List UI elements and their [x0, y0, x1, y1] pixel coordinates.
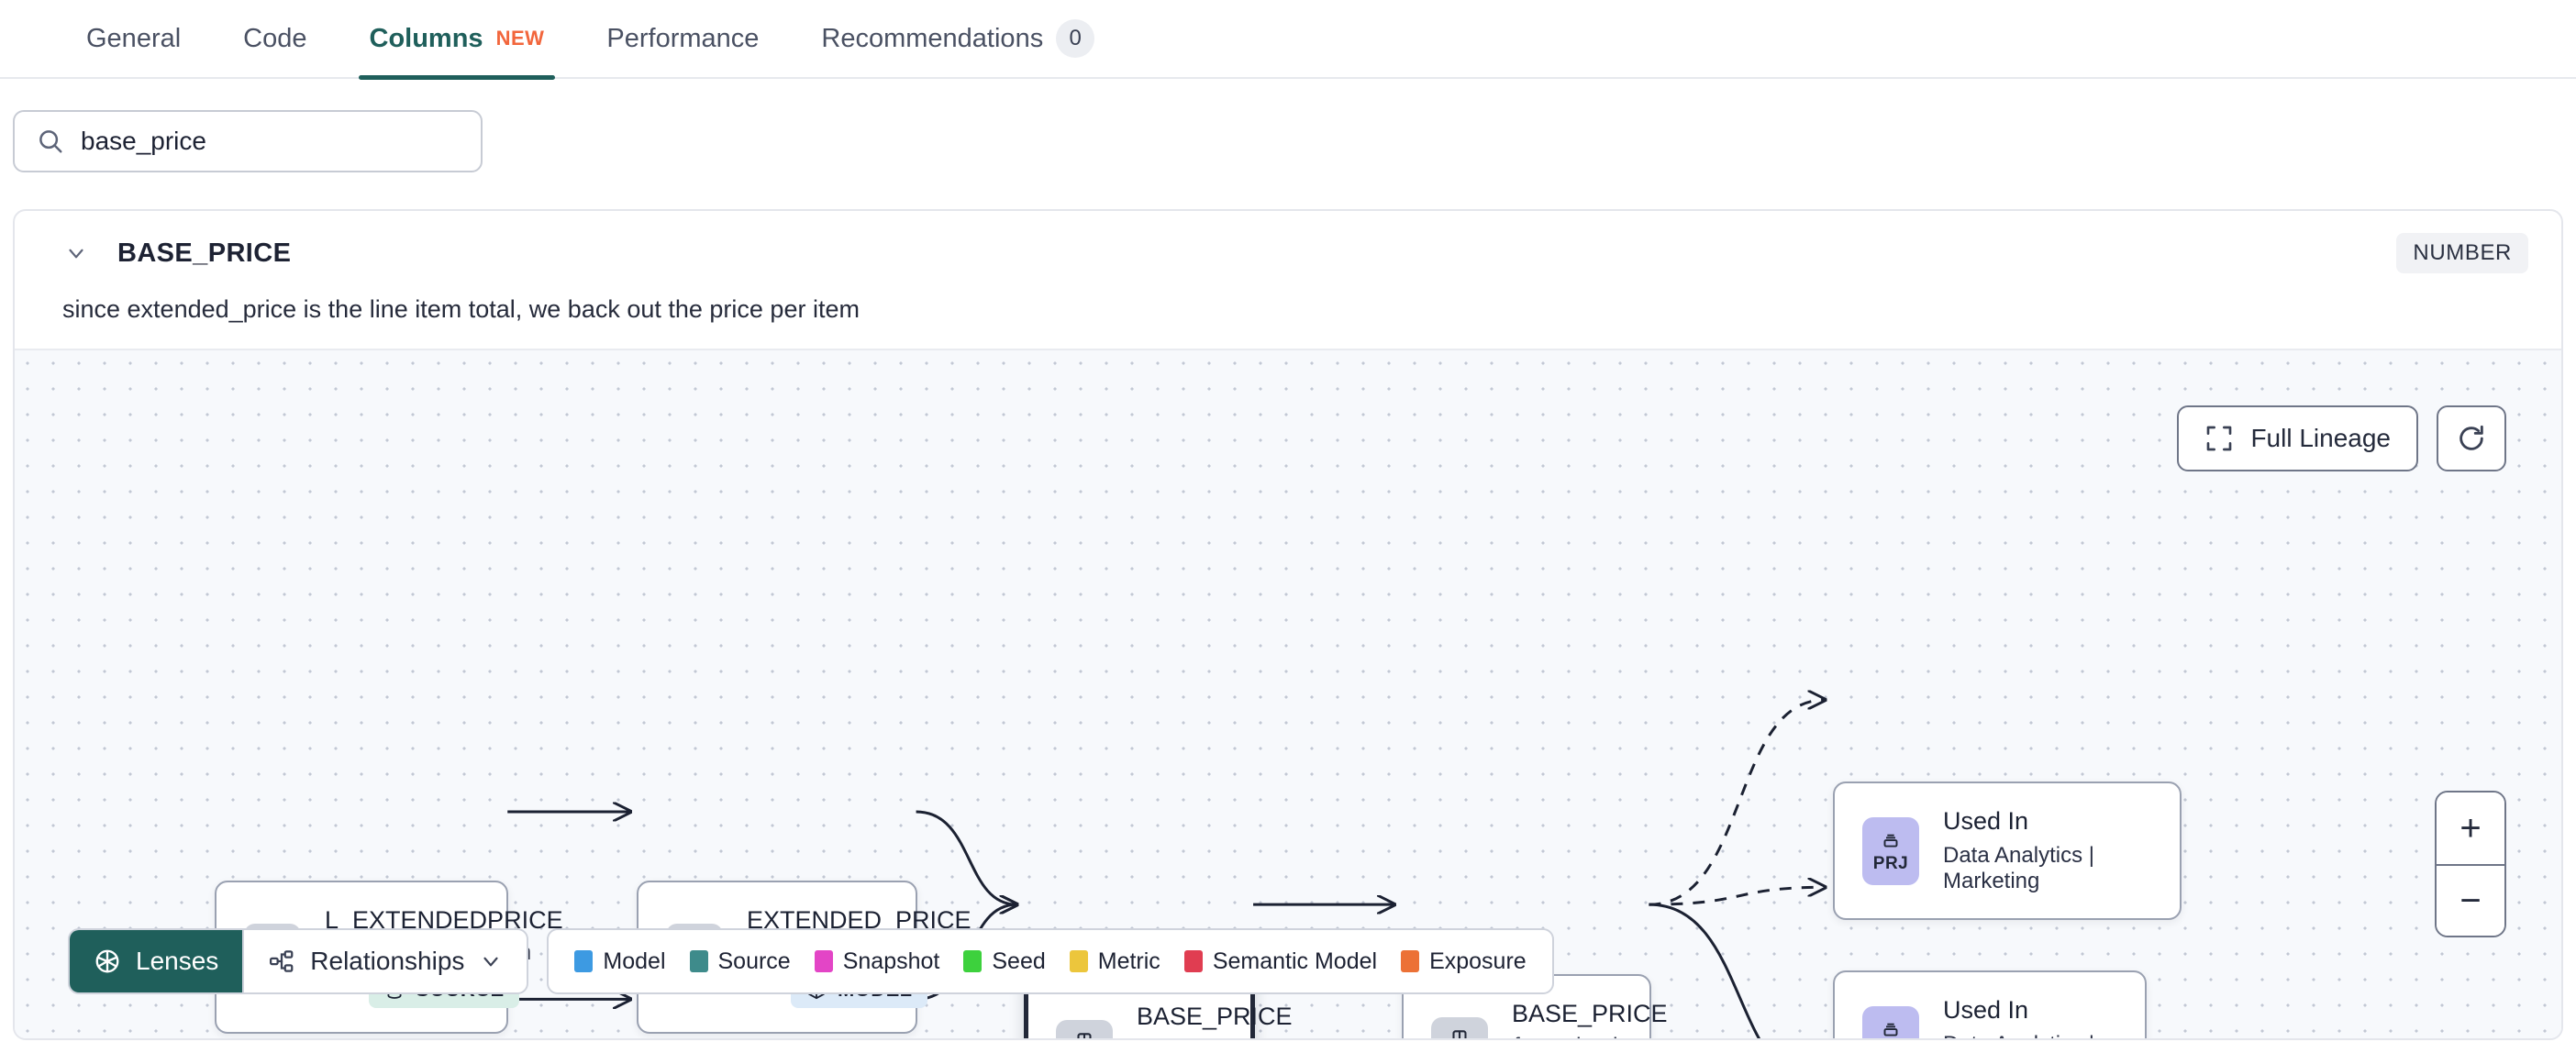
- legend-label: Snapshot: [842, 948, 940, 974]
- zoom-controls: + −: [2435, 791, 2506, 937]
- refresh-button[interactable]: [2437, 405, 2506, 471]
- project-icon: PRJ: [1862, 1005, 1919, 1038]
- legend-swatch: [1401, 950, 1420, 972]
- search-icon: [37, 127, 64, 155]
- node-name: Used In: [1943, 807, 2029, 835]
- tab-label: General: [86, 23, 182, 53]
- node-body: BASE_PRICEfct_order_itemsMODEL: [1512, 1000, 1668, 1038]
- legend-label: Source: [717, 948, 791, 974]
- lineage-node[interactable]: PRJ Used In Data Analytics | Sales: [1833, 970, 2147, 1038]
- column-header: BASE_PRICE NUMBER: [15, 211, 2561, 295]
- relationships-label: Relationships: [310, 947, 465, 975]
- legend-label: Metric: [1097, 948, 1160, 974]
- node-type-legend: Model Source Snapshot Seed Metric Semantic Mo…: [547, 928, 1554, 994]
- legend-swatch: [574, 950, 594, 972]
- tab-columns[interactable]: Columns NEW: [339, 0, 576, 80]
- tab-recommendations[interactable]: Recommendations 0: [790, 0, 1126, 78]
- chevron-down-icon[interactable]: [62, 239, 90, 267]
- legend-item[interactable]: Metric: [1069, 948, 1160, 975]
- lineage-bottom-bar: Lenses Relationships: [68, 928, 1554, 994]
- tab-general[interactable]: General: [55, 0, 212, 78]
- node-subtitle: order_items: [1156, 1036, 1272, 1038]
- tab-code[interactable]: Code: [212, 0, 338, 78]
- zoom-out-button[interactable]: −: [2437, 864, 2504, 936]
- project-icon: PRJ: [1862, 816, 1919, 885]
- expand-corners-icon: [2204, 424, 2234, 453]
- aperture-icon: [94, 948, 121, 975]
- lineage-edge: [1649, 887, 1825, 906]
- legend-item[interactable]: Seed: [963, 948, 1046, 975]
- legend-label: Seed: [992, 948, 1046, 974]
- chevron-down-icon: [479, 949, 503, 973]
- legend-item[interactable]: Source: [689, 948, 791, 975]
- node-subtitle: fct_order_items: [1514, 1034, 1665, 1038]
- legend-swatch: [689, 950, 708, 972]
- legend-item[interactable]: Exposure: [1401, 948, 1527, 975]
- refresh-icon: [2456, 423, 2487, 454]
- full-lineage-label: Full Lineage: [2250, 424, 2391, 452]
- column-detail-card: BASE_PRICE NUMBER since extended_price i…: [13, 209, 2563, 1040]
- lens-relationship-control: Lenses Relationships: [68, 928, 529, 994]
- lenses-button[interactable]: Lenses: [70, 930, 243, 992]
- tab-count-badge: 0: [1056, 19, 1095, 58]
- legend-label: Semantic Model: [1212, 948, 1378, 974]
- canvas-toolbar: Full Lineage: [2177, 405, 2506, 471]
- tab-label: Performance: [606, 23, 760, 53]
- tab-label: Columns: [369, 23, 483, 53]
- tab-performance[interactable]: Performance: [575, 0, 790, 78]
- lineage-canvas[interactable]: COLL_EXTENDEDPRICEtpch_now.lineitemSOURC…: [15, 349, 2561, 1038]
- legend-label: Exposure: [1429, 948, 1527, 974]
- node-body: Used In Data Analytics | Sales: [1943, 996, 2117, 1038]
- search-box[interactable]: [13, 110, 483, 172]
- full-lineage-button[interactable]: Full Lineage: [2177, 405, 2418, 471]
- legend-label: Model: [603, 948, 666, 974]
- lineage-edge: [916, 810, 1017, 904]
- lineage-node[interactable]: PRJ Used In Data Analytics | Marketing: [1833, 781, 2182, 920]
- node-body: Used In Data Analytics | Marketing: [1943, 807, 2152, 894]
- search-input[interactable]: [81, 127, 459, 156]
- node-badge-label: PRJ: [1872, 854, 1909, 873]
- column-type-badge: NUMBER: [2396, 233, 2528, 273]
- node-subtitle: Data Analytics | Sales: [1943, 1032, 2117, 1038]
- lenses-label: Lenses: [136, 947, 219, 975]
- legend-item[interactable]: Semantic Model: [1183, 948, 1378, 975]
- relationships-dropdown[interactable]: Relationships: [242, 930, 527, 992]
- legend-item[interactable]: Model: [574, 948, 666, 975]
- tab-label: Code: [243, 23, 307, 53]
- column-description: since extended_price is the line item to…: [62, 295, 860, 323]
- node-name: Used In: [1943, 996, 2029, 1024]
- legend-swatch: [963, 950, 983, 972]
- legend-item[interactable]: Snapshot: [814, 948, 940, 975]
- node-name: BASE_PRICE: [1512, 1000, 1668, 1027]
- tab-bar: General Code Columns NEW Performance Recommen…: [0, 0, 2576, 80]
- lineage-edge: [1649, 700, 1825, 906]
- page-title: BASE_PRICE: [117, 238, 292, 268]
- node-body: BASE_PRICEorder_itemsMODEL: [1137, 1003, 1293, 1038]
- lineage-edge: [1649, 903, 1761, 1038]
- column-icon: COL: [1056, 1019, 1113, 1038]
- zoom-in-button[interactable]: +: [2437, 793, 2504, 864]
- node-name: BASE_PRICE: [1137, 1003, 1293, 1030]
- column-icon: COL: [1431, 1016, 1488, 1038]
- tab-label: Recommendations: [821, 23, 1044, 53]
- legend-swatch: [1069, 950, 1088, 972]
- node-subtitle: Data Analytics | Marketing: [1943, 843, 2094, 893]
- legend-swatch: [1183, 950, 1203, 972]
- tab-new-badge: NEW: [495, 27, 545, 50]
- hierarchy-icon: [268, 948, 295, 975]
- legend-swatch: [814, 950, 833, 972]
